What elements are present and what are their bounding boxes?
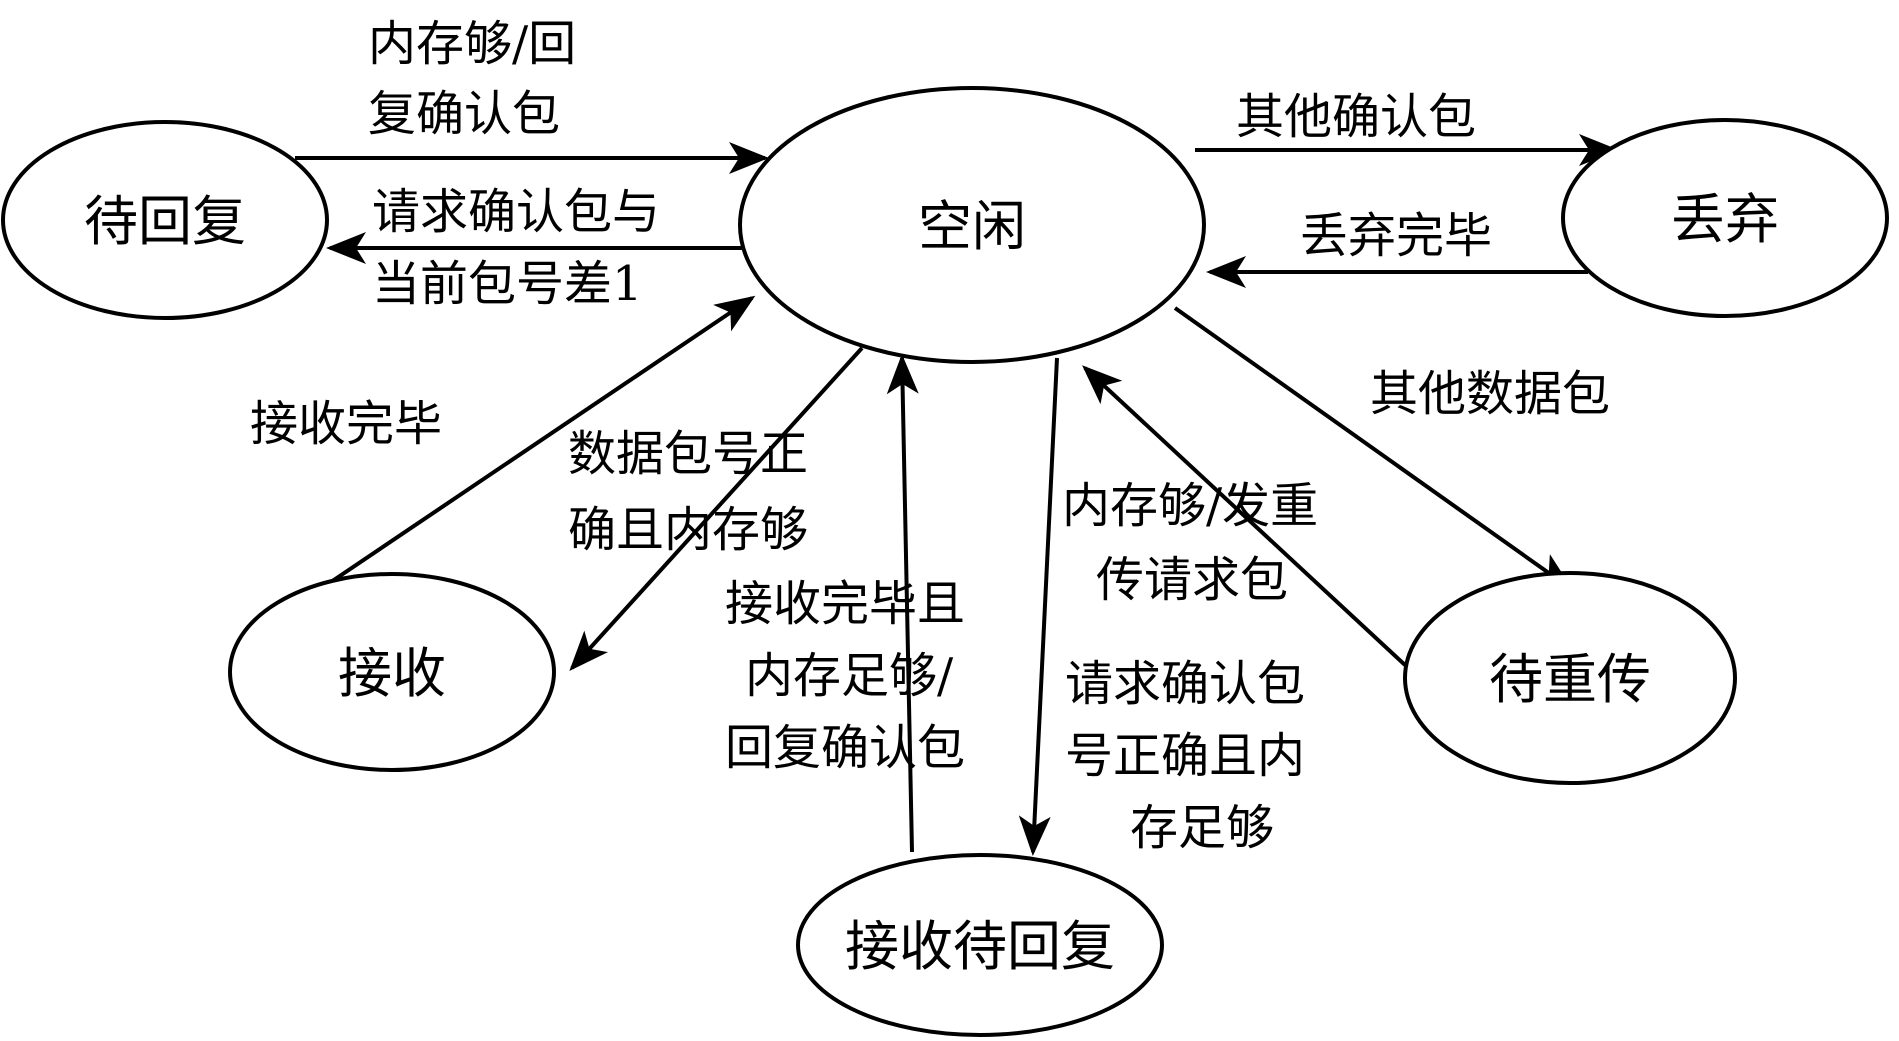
node-receive-wait-reply: 接收待回复 xyxy=(796,853,1164,1037)
node-wait-reply-label: 待回复 xyxy=(84,190,246,253)
node-wait-retransmit: 待重传 xyxy=(1403,571,1737,785)
edge-label-receive-wait-reply-to-idle: 接收完毕且 内存足够/ 回复确认包 xyxy=(725,576,965,776)
node-idle-label: 空闲 xyxy=(918,195,1026,258)
edge-label-discard-to-idle: 丢弃完毕 xyxy=(1300,208,1492,264)
node-discard-label: 丢弃 xyxy=(1671,188,1779,251)
edge-label-line: 确且内存够 xyxy=(568,502,808,558)
edge-label-line: 请求确认包 xyxy=(1065,656,1305,712)
edge-label-line: 数据包号正 xyxy=(568,426,808,482)
edge-label-line: 内存够/回 xyxy=(368,16,576,72)
edge-idle-to-receive-wait-reply xyxy=(1018,357,1059,856)
edge-label-line: 请求确认包与 xyxy=(372,184,660,240)
edge-label-line: 号正确且内 xyxy=(1065,728,1305,784)
node-receive-label: 接收 xyxy=(338,642,446,705)
edge-label-wait-retransmit-to-idle: 内存够/发重 传请求包 xyxy=(1062,478,1318,608)
edge-receive-to-idle xyxy=(320,295,756,590)
edge-receive-wait-reply-to-idle xyxy=(886,354,919,853)
edge-label-line: 回复确认包 xyxy=(725,720,965,776)
edge-wait-retransmit-to-idle xyxy=(1082,365,1407,667)
edge-label-line: 其他数据包 xyxy=(1370,366,1610,422)
edge-label-line: 接收完毕 xyxy=(250,396,442,452)
edge-label-line: 复确认包 xyxy=(368,86,560,142)
edge-idle-to-receive xyxy=(569,346,864,671)
edge-label-line: 内存足够/ xyxy=(745,648,954,704)
node-receive: 接收 xyxy=(228,572,556,772)
edge-label-idle-to-receive: 数据包号正 确且内存够 xyxy=(568,426,808,558)
edge-label-idle-to-receive-wait-reply: 请求确认包 号正确且内 存足够 xyxy=(1065,656,1305,856)
edge-label-line: 当前包号差1 xyxy=(372,256,643,312)
node-discard: 丢弃 xyxy=(1561,118,1889,318)
edge-label-line: 存足够 xyxy=(1130,800,1274,856)
node-receive-wait-reply-label: 接收待回复 xyxy=(845,915,1115,978)
edge-label-line: 传请求包 xyxy=(1096,552,1288,608)
edge-label-idle-to-wait-retransmit: 其他数据包 xyxy=(1370,366,1610,422)
edge-label-receive-to-idle: 接收完毕 xyxy=(250,396,442,452)
edge-label-idle-to-wait-reply: 请求确认包与 当前包号差1 xyxy=(372,184,660,312)
node-wait-reply: 待回复 xyxy=(1,120,329,320)
edge-label-line: 内存够/发重 xyxy=(1062,478,1318,534)
edge-idle-to-wait-retransmit xyxy=(1173,306,1574,591)
node-wait-retransmit-label: 待重传 xyxy=(1489,648,1651,711)
edge-label-idle-to-discard: 其他确认包 xyxy=(1236,89,1476,145)
edge-label-line: 其他确认包 xyxy=(1236,89,1476,145)
edge-label-wait-reply-to-idle: 内存够/回 复确认包 xyxy=(368,16,576,142)
edge-label-line: 丢弃完毕 xyxy=(1300,208,1492,264)
node-idle: 空闲 xyxy=(738,86,1206,364)
edge-label-line: 接收完毕且 xyxy=(725,576,965,632)
